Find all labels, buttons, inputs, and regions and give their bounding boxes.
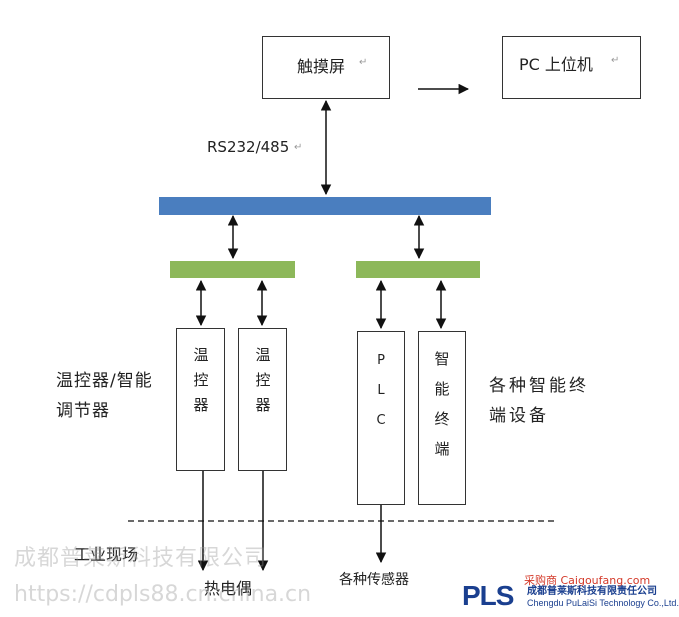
plc-label: PLC <box>376 353 386 428</box>
thermocouple-label: 热电偶 <box>204 579 253 598</box>
bus-protocol-label: RS232/485 <box>207 138 290 156</box>
logo-company-cn: 成都普莱斯科技有限责任公司 <box>527 586 657 597</box>
company-logo: PLS 采购商 Caigoufang.com 成都普莱斯科技有限责任公司 Che… <box>462 574 679 614</box>
smart-terminal-label: 智能终端 <box>434 350 450 458</box>
plc-box: PLC <box>357 331 405 505</box>
industrial-field-label: 工业现场 <box>74 545 139 564</box>
touchscreen-box: 触摸屏 ↵ <box>262 36 390 99</box>
temp-controller-box-1: 温控器 <box>176 328 225 471</box>
main-bus <box>159 197 491 215</box>
pc-host-label: PC 上位机 <box>519 55 593 74</box>
logo-site: 采购商 Caigoufang.com <box>524 574 651 587</box>
sensors-label: 各种传感器 <box>339 572 409 588</box>
temp-controller-label-1: 温控器 <box>193 346 209 414</box>
left-sub-bus <box>170 261 295 278</box>
right-sub-bus <box>356 261 480 278</box>
smart-group-label: 各种智能终端设备 <box>489 376 589 426</box>
touchscreen-label: 触摸屏 <box>297 57 346 76</box>
temp-group-label: 温控器/智能调节器 <box>56 371 153 421</box>
pc-host-box: PC 上位机 ↵ <box>502 36 641 99</box>
logo-letters: PLS <box>462 580 514 611</box>
temp-controller-label-2: 温控器 <box>255 346 271 414</box>
logo-company-en: Chengdu PuLaiSi Technology Co.,Ltd. <box>527 598 679 608</box>
watermark-url: https://cdpls88.cn.china.cn <box>14 582 312 607</box>
temp-controller-box-2: 温控器 <box>238 328 287 471</box>
smart-terminal-box: 智能终端 <box>418 331 466 505</box>
watermark-company: 成都普莱斯科技有限公司 <box>14 546 268 571</box>
